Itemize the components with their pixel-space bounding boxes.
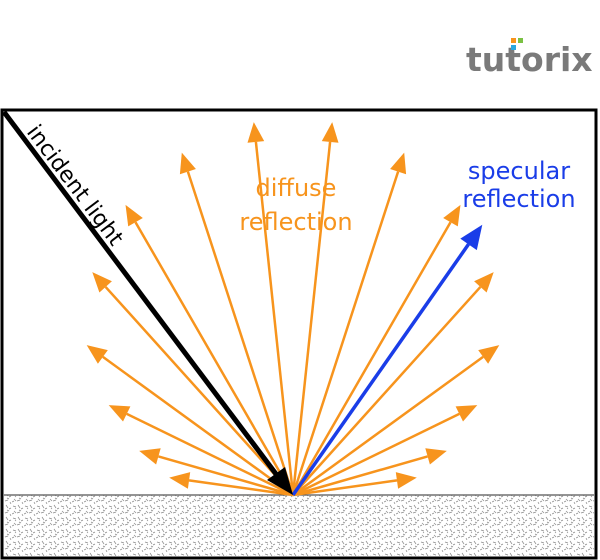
diffuse-ray-8-arrowhead (321, 122, 339, 143)
logo-text: tutorix (466, 40, 593, 79)
diffuse-ray-7-line (291, 171, 400, 496)
diffuse-label-line2: reflection (239, 208, 352, 236)
diffuse-ray-2-arrowhead (425, 448, 447, 465)
diffuse-ray-11-line (134, 221, 295, 496)
diffuse-ray-10-line (186, 171, 295, 496)
diffuse-ray-1-line (292, 479, 398, 497)
specular-label-line2: reflection (462, 185, 575, 213)
incident-ray (2, 110, 278, 476)
diffuse-ray-14-arrowhead (108, 405, 131, 422)
diffuse-ray-3-line (292, 412, 460, 497)
diffuse-label-line1: diffuse (256, 174, 337, 202)
logo-dot-green (518, 38, 523, 43)
diffuse-ray-2-line (292, 455, 428, 497)
specular-label-line1: specular (468, 157, 570, 185)
logo-dot-orange (511, 38, 516, 43)
diffuse-ray-16-arrowhead (169, 472, 191, 489)
specular-ray-line (291, 243, 470, 497)
diffuse-ray-5-arrowhead (474, 272, 494, 293)
diffuse-ray-4-line (292, 355, 484, 497)
diffuse-ray-8-line (291, 141, 332, 496)
diffuse-ray-9-line (254, 141, 295, 496)
incident-arrowhead (267, 467, 293, 495)
diffuse-ray-1-arrowhead (395, 472, 417, 489)
diffuse-ray-15-line (158, 455, 294, 497)
diffuse-ray-12-arrowhead (92, 272, 112, 293)
diffuse-ray-11-arrowhead (125, 204, 143, 227)
diffuse-ray-14-line (126, 412, 294, 497)
diffuse-rays (86, 122, 500, 497)
tutorix-logo: tutorix (466, 38, 593, 79)
rough-surface (4, 495, 594, 556)
diffuse-ray-4-arrowhead (478, 345, 500, 364)
diffuse-ray-6-line (291, 221, 452, 496)
diffuse-ray-13-arrowhead (86, 345, 108, 364)
logo-dot-blue (511, 45, 516, 50)
diagram-frame (0, 108, 598, 560)
diffuse-ray-5-line (292, 286, 482, 496)
diffuse-ray-15-arrowhead (139, 448, 161, 465)
diffuse-ray-13-line (102, 355, 294, 497)
specular-ray-arrowhead (460, 224, 483, 251)
diffuse-ray-9-arrowhead (247, 122, 265, 143)
incident-light-label: incident light (21, 121, 128, 251)
diffuse-ray-10-arrowhead (179, 152, 196, 175)
diffuse-ray-6-arrowhead (443, 204, 461, 227)
diffuse-ray-3-arrowhead (455, 405, 478, 422)
incident-ray-group (2, 110, 293, 495)
diffuse-ray-16-line (188, 479, 294, 497)
diffuse-ray-12-line (104, 286, 294, 496)
specular-ray-group (291, 224, 483, 497)
diffuse-ray-7-arrowhead (390, 152, 407, 175)
